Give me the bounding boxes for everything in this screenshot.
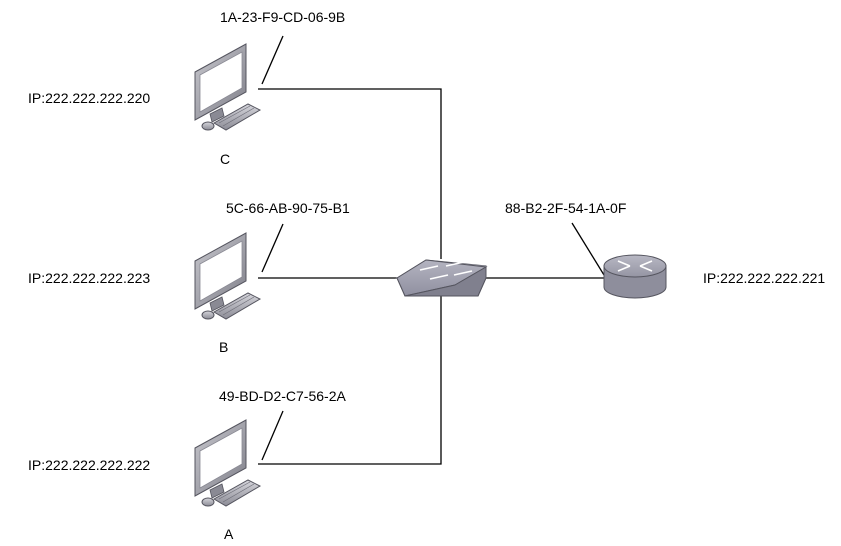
leader-a bbox=[261, 410, 284, 461]
router-icon bbox=[603, 254, 667, 299]
computer-c-icon bbox=[194, 43, 261, 131]
leader-router bbox=[571, 222, 605, 276]
mac-label-a: 49-BD-D2-C7-56-2A bbox=[219, 388, 346, 404]
label-leaders bbox=[261, 35, 605, 461]
link-a-switch bbox=[258, 296, 442, 465]
leader-b bbox=[261, 223, 284, 273]
ip-label-router: IP:222.222.222.221 bbox=[703, 270, 825, 286]
connection-lines bbox=[258, 88, 604, 465]
link-c-switch bbox=[258, 88, 442, 259]
mac-label-c: 1A-23-F9-CD-06-9B bbox=[220, 9, 345, 25]
host-name-a: A bbox=[224, 526, 234, 542]
switch-icon bbox=[395, 259, 488, 297]
ip-label-c: IP:222.222.222.220 bbox=[28, 90, 150, 106]
leader-c bbox=[261, 35, 284, 85]
mac-label-router: 88-B2-2F-54-1A-0F bbox=[505, 200, 626, 216]
host-name-c: C bbox=[220, 151, 230, 167]
computer-b-icon bbox=[194, 232, 261, 320]
ip-label-b: IP:222.222.222.223 bbox=[28, 270, 150, 286]
computer-a-icon bbox=[194, 419, 261, 507]
host-name-b: B bbox=[219, 339, 228, 355]
ip-label-a: IP:222.222.222.222 bbox=[28, 457, 150, 473]
mac-label-b: 5C-66-AB-90-75-B1 bbox=[226, 200, 350, 216]
